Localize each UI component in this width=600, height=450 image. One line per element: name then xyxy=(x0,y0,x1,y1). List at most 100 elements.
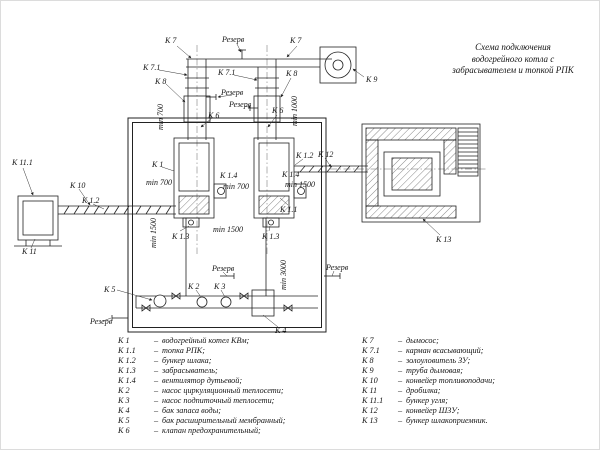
label-k11-1: К 11.1 xyxy=(12,158,33,167)
legend-desc: забрасыватель; xyxy=(162,366,218,375)
legend-desc: клапан предохранительный; xyxy=(162,426,261,435)
legend-dash: – xyxy=(153,346,159,355)
legend-desc: водогрейный котел КВм; xyxy=(162,336,250,345)
label-k6-right: К 6 xyxy=(272,106,284,115)
label-reserve-duct: Резерв xyxy=(222,35,245,44)
legend-code: К 7.1 xyxy=(362,346,380,355)
leader-lines xyxy=(22,43,441,328)
legend-row: К 13 –бункер шлакоприемник. xyxy=(362,416,495,426)
label-min3000: min 3000 xyxy=(279,260,288,290)
label-reserve-right: Резерв xyxy=(326,263,349,272)
legend-desc: дробилка; xyxy=(406,386,441,395)
legend-desc: бункер шлакоприемник. xyxy=(406,416,488,425)
boiler-2 xyxy=(253,137,307,228)
legend-right-column: К 7–дымосос; К 7.1–карман всасывающий; К… xyxy=(362,336,495,426)
label-k7-1-right: К 7.1 xyxy=(218,68,236,77)
label-reserve-stack-2: Резерв xyxy=(229,100,252,109)
water-storage-tank xyxy=(251,289,275,317)
legend-desc: бак расширительный мембранный; xyxy=(162,416,286,425)
legend-code: К 6 xyxy=(118,426,130,435)
label-k13: К 13 xyxy=(436,235,452,244)
label-k9: К 9 xyxy=(366,75,378,84)
makeup-pump xyxy=(220,296,232,308)
legend-row: К 10–конвейер топливоподачи; xyxy=(362,376,495,386)
label-k7-left: К 7 xyxy=(165,36,177,45)
thrower-2 xyxy=(262,217,280,228)
legend-code: К 1.2 xyxy=(118,356,136,365)
label-k1: К 1 xyxy=(152,160,164,169)
legend-dash: – xyxy=(153,336,159,345)
legend-dash: – xyxy=(153,416,159,425)
legend-row: К 2–насос циркуляционный теплосети; xyxy=(118,386,285,396)
circulation-pump xyxy=(196,296,208,308)
title-line: Схема подключения xyxy=(475,42,551,52)
legend-desc: бункер угля; xyxy=(406,396,448,405)
label-k8-right: К 8 xyxy=(286,69,298,78)
slag-conveyor xyxy=(294,165,368,173)
label-k3: К 3 xyxy=(214,282,226,291)
piping xyxy=(111,218,341,321)
label-min1500-boiler1: min 1500 xyxy=(149,218,158,248)
legend-code: К 13 xyxy=(362,416,378,425)
legend-dash: – xyxy=(153,426,159,435)
draft-fan-2 xyxy=(293,183,307,199)
valve xyxy=(141,304,151,312)
label-min1000-stack: min 1000 xyxy=(290,96,299,126)
drawing-title: Схема подключения водогрейного котла с з… xyxy=(423,42,600,77)
label-k4: К 4 xyxy=(275,326,287,335)
centerlines xyxy=(196,45,488,254)
label-k11: К 11 xyxy=(22,247,37,256)
label-min1500-right: min 1500 xyxy=(285,180,315,189)
coal-bunker xyxy=(17,195,59,241)
legend-code: К 5 xyxy=(118,416,130,425)
legend-code: К 1.3 xyxy=(118,366,136,375)
legend-dash: – xyxy=(397,416,403,425)
legend-dash: – xyxy=(153,386,159,395)
flue-system xyxy=(183,46,357,140)
label-k1-2-right: К 1.2 xyxy=(296,151,314,160)
legend-dash: – xyxy=(397,366,403,375)
legend-code: К 8 xyxy=(362,356,374,365)
legend-row: К 1.3–забрасыватель; xyxy=(118,366,285,376)
thrower-1 xyxy=(182,217,200,228)
fuel-feed-system xyxy=(14,195,176,247)
label-reserve-stack-1: Резерв xyxy=(221,88,244,97)
legend-dash: – xyxy=(153,406,159,415)
legend-desc: бункер шлака; xyxy=(162,356,212,365)
legend-dash: – xyxy=(397,356,403,365)
label-k2: К 2 xyxy=(188,282,200,291)
valve xyxy=(283,304,293,312)
legend-code: К 2 xyxy=(118,386,130,395)
label-min700-stack: min 700 xyxy=(156,104,165,130)
legend-dash: – xyxy=(397,406,403,415)
legend-desc: вентилятор дутьевой; xyxy=(162,376,243,385)
label-k12: К 12 xyxy=(318,150,334,159)
legend-row: К 3–насос подпиточный теплосети; xyxy=(118,396,285,406)
legend-row: К 9–труба дымовая; xyxy=(362,366,495,376)
legend-row: К 11–дробилка; xyxy=(362,386,495,396)
legend-desc: конвейер ШЗУ; xyxy=(406,406,460,415)
valve xyxy=(239,292,249,300)
legend-row: К 7–дымосос; xyxy=(362,336,495,346)
label-min700-boiler1: min 700 xyxy=(146,178,172,187)
legend-code: К 11 xyxy=(362,386,378,395)
label-k1-4-center: К 1.4 xyxy=(220,171,238,180)
label-reserve-center: Резерв xyxy=(212,264,235,273)
legend-row: К 5 –бак расширительный мембранный; xyxy=(118,416,285,426)
legend-dash: – xyxy=(153,396,159,405)
legend-dash: – xyxy=(397,396,403,405)
legend-row: К 11.1–бункер угля; xyxy=(362,396,495,406)
legend-row: К 1 –водогрейный котел КВм; xyxy=(118,336,285,346)
legend-desc: карман всасывающий; xyxy=(406,346,484,355)
title-line: забрасывателем и топкой РПК xyxy=(452,65,574,76)
legend-row: К 1.4–вентилятор дутьевой; xyxy=(118,376,285,386)
legend-desc: бак запаса воды; xyxy=(162,406,221,415)
legend-desc: дымосос; xyxy=(406,336,439,345)
legend-row: К 4–бак запаса воды; xyxy=(118,406,285,416)
label-k1-3-right: К 1.3 xyxy=(262,232,280,241)
legend-code: К 1 xyxy=(118,336,130,345)
legend-row: К 6 –клапан предохранительный; xyxy=(118,426,285,436)
legend-desc: конвейер топливоподачи; xyxy=(406,376,495,385)
legend-row: К 1.1–топка РПК; xyxy=(118,346,285,356)
